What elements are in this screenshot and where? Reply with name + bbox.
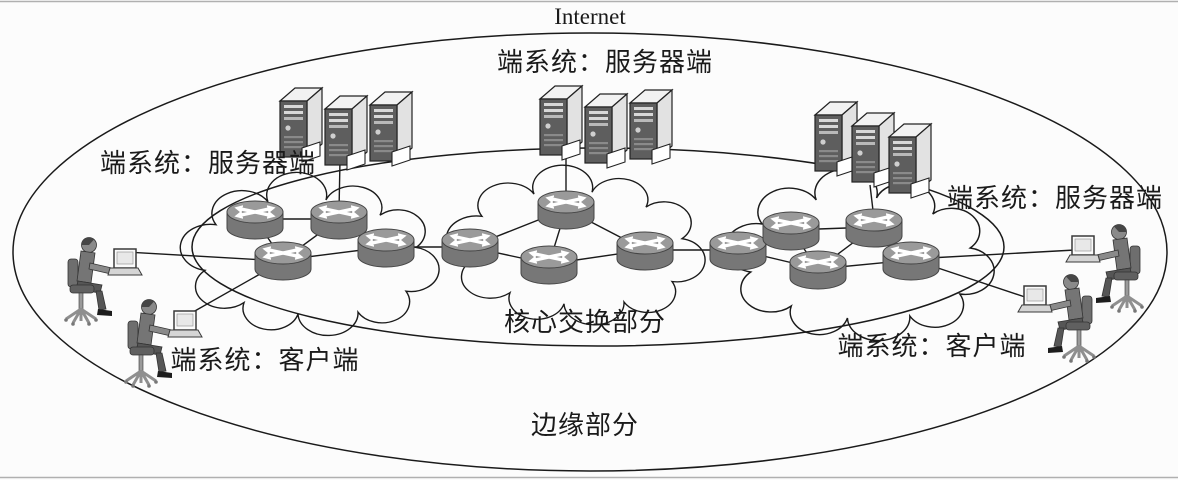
router-icon	[763, 212, 819, 250]
internet-outer-ellipse	[12, 32, 1168, 472]
client-endsystem-label-right: 端系统：客户端	[837, 331, 1026, 361]
router-icon	[790, 251, 846, 289]
edge-part-label: 边缘部分	[531, 410, 639, 440]
client-user-icon	[1016, 273, 1098, 365]
router-icon	[521, 246, 577, 284]
router-icon	[846, 209, 902, 247]
core-switching-label: 核心交换部分	[504, 307, 666, 337]
server-icon	[539, 85, 583, 161]
router-icon	[442, 229, 498, 267]
router-icon	[358, 229, 414, 267]
router-icon	[883, 242, 939, 280]
server-endsystem-label-right: 端系统：服务器端	[947, 183, 1163, 213]
router-icon	[710, 232, 766, 270]
server-icon	[851, 112, 895, 188]
router-icon	[227, 201, 283, 239]
router-icon	[311, 201, 367, 239]
server-icon	[584, 93, 628, 169]
routers	[227, 191, 939, 289]
internet-label: Internet	[554, 4, 626, 29]
client-endsystem-label-left: 端系统：客户端	[170, 345, 359, 375]
server-cluster-right	[814, 101, 932, 199]
server-icon	[324, 95, 368, 171]
server-endsystem-label-top: 端系统：服务器端	[497, 47, 713, 77]
server-cluster-center	[539, 85, 673, 169]
server-icon	[814, 101, 858, 177]
router-icon	[255, 242, 311, 280]
router-icon	[617, 232, 673, 270]
client-user-icon	[62, 236, 144, 328]
server-endsystem-label-left: 端系统：服务器端	[100, 148, 316, 178]
server-icon	[369, 91, 413, 167]
router-icon	[538, 191, 594, 229]
server-icon	[888, 123, 932, 199]
server-icon	[629, 89, 673, 165]
